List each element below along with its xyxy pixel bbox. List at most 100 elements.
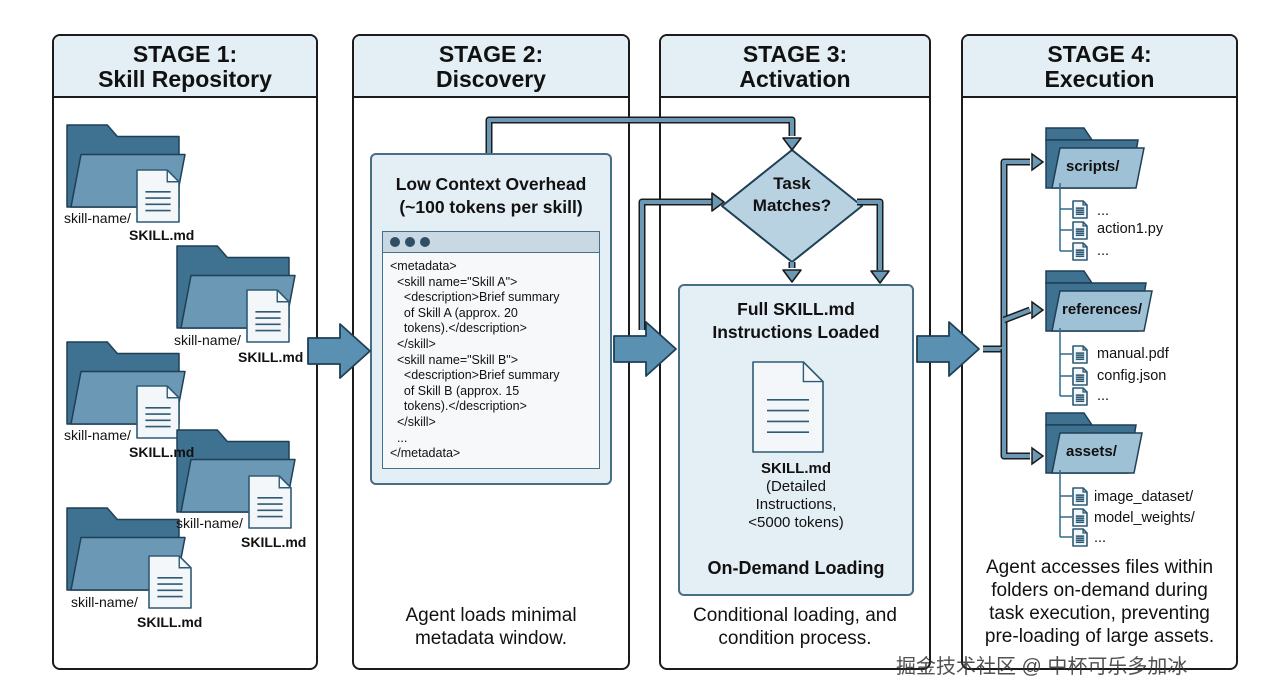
code-line: <metadata> [390,259,457,273]
file-icon [1072,345,1088,364]
decision-text: Task Matches? [730,173,854,217]
skill-file-icon [246,289,290,343]
stage-2-header: STAGE 2: Discovery [354,36,628,98]
skill-doc-desc-1: (Detailed [765,478,827,495]
execution-tree [983,127,1153,547]
file-entry: action1.py [1097,221,1164,237]
file-entry: ... [1097,388,1110,404]
metadata-title-line-2: (~100 tokens per skill) [399,197,583,217]
block-arrow-icon [613,321,677,377]
code-line: </skill> [390,414,436,429]
arrow-head-icon [1031,300,1045,320]
file-label: SKILL.md [137,614,203,630]
skill-file-icon [148,555,192,609]
skill-doc-name: SKILL.md [761,460,831,477]
stage-3-caption: Conditional loading, and condition proce… [661,604,929,650]
window-dot-icon [405,237,415,247]
stage-4-caption-line-2: folders on-demand during [991,580,1208,601]
watermark: 掘金技术社区 @ 中杯可乐多加冰 [896,656,1188,678]
stage-4-caption-line-3: task execution, preventing [989,603,1210,624]
file-entry: ... [1097,243,1110,259]
arrow-head-icon [1031,152,1045,172]
code-line: <skill name="Skill A"> [390,274,518,289]
file-icon [1072,221,1088,240]
arrow-head-icon [1031,446,1045,466]
activation-flow [485,116,890,453]
file-label: SKILL.md [241,534,307,550]
code-line: <description>Brief summary [390,290,560,305]
on-demand-label: On-Demand Loading [707,558,885,578]
stage-2-number: STAGE 2: [438,41,544,67]
file-icon [1072,200,1088,219]
metadata-box: Low Context Overhead (~100 tokens per sk… [370,153,612,485]
file-entry: ... [1097,203,1110,219]
stage-2-caption-line-1: Agent loads minimal [405,605,577,626]
trunk-to-assets [1000,349,1030,460]
file-icon [1072,242,1088,261]
file-icon [1072,387,1088,406]
code-window-titlebar [383,232,599,253]
trunk-to-scripts [983,158,1030,353]
decision-line-1: Task [773,174,811,193]
skill-doc-desc-2: Instructions, [755,496,837,513]
file-label: SKILL.md [129,227,195,243]
code-line: of Skill B (approx. 15 [390,383,520,398]
stage-1-number: STAGE 1: [132,41,238,67]
code-line: <description>Brief summary [390,368,560,383]
file-label: SKILL.md [238,349,304,365]
stage-4-caption: Agent accesses files within folders on-d… [963,556,1236,648]
window-dot-icon [420,237,430,247]
stage-4-title: Execution [1044,66,1155,92]
skill-doc-desc-3: <5000 tokens) [748,514,844,531]
file-label: SKILL.md [129,444,195,460]
skill-document-icon [752,361,824,453]
code-line: tokens).</description> [390,321,527,336]
metadata-to-decision-line [638,198,712,330]
stage-3-caption-line-1: Conditional loading, and [693,605,897,626]
stage-1-title: Skill Repository [98,66,272,92]
code-line: </metadata> [390,446,461,461]
metadata-box-title: Low Context Overhead (~100 tokens per sk… [372,173,610,219]
stage-arrows [307,321,980,379]
code-line: <skill name="Skill B"> [390,352,519,367]
skill-file-icon [136,385,180,439]
code-line: of Skill A (approx. 20 [390,305,518,320]
stage-3-header: STAGE 3: Activation [661,36,929,98]
stage-2-title: Discovery [436,66,546,92]
metadata-code-window: <metadata> <skill name="Skill A"> <descr… [382,231,600,469]
window-dot-icon [390,237,400,247]
arrow-head-icon [782,269,802,283]
block-arrow-icon [916,321,980,377]
folder-label: skill-name/ [71,594,138,610]
folder-label: skill-name/ [174,332,241,348]
stage-4-caption-line-4: pre-loading of large assets. [984,626,1215,647]
file-icon [1072,487,1088,506]
folder-label: skill-name/ [64,427,131,443]
full-skill-title-line-1: Full SKILL.md [737,299,855,319]
full-skill-title: Full SKILL.md Instructions Loaded [680,298,912,344]
folder-tag-references: references/ [1062,301,1143,318]
code-line: ... [390,430,408,445]
skill-folders [66,124,296,609]
folder-label: skill-name/ [64,210,131,226]
skill-file-icon [136,169,180,223]
file-entry: ... [1094,530,1107,546]
file-icon [1072,508,1088,527]
code-line: tokens).</description> [390,399,527,414]
folder-tag-assets: assets/ [1066,443,1117,460]
metadata-code: <metadata> <skill name="Skill A"> <descr… [383,253,599,462]
arrow-head-icon [711,192,725,212]
file-entry: model_weights/ [1094,510,1195,526]
folder-label: skill-name/ [176,515,243,531]
stage-2-caption-line-2: metadata window. [414,628,568,649]
folder-icon [1045,270,1153,332]
stage-3-caption-line-2: condition process. [718,628,872,649]
skill-file-icon [248,475,292,529]
file-icon [1072,528,1088,547]
block-arrow-icon [307,323,371,379]
decision-line-2: Matches? [752,196,832,215]
metadata-title-line-1: Low Context Overhead [395,174,587,194]
trunk-to-references [1002,306,1032,324]
stage-1-header: STAGE 1: Skill Repository [54,36,316,98]
